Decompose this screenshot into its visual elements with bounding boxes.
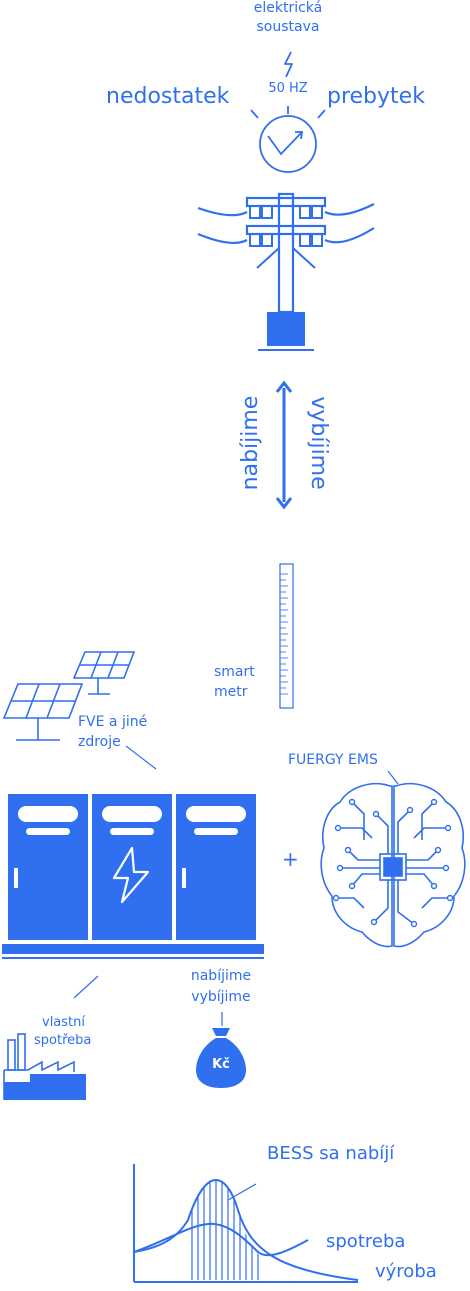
smart-meter-icon <box>279 563 294 709</box>
grid-label-line1: elektrická <box>253 0 323 16</box>
charge-label: nabíjime <box>238 395 263 491</box>
energy-curve-diagram <box>133 1164 359 1283</box>
connector-line <box>73 975 99 999</box>
frequency-label: 50 HZ <box>268 81 308 96</box>
plus-sign: + <box>282 847 299 871</box>
connector-line <box>387 770 399 785</box>
frequency-gauge-icon <box>250 106 326 173</box>
grid-label-line2: soustava <box>256 19 320 35</box>
smart-meter-label-line2: metr <box>214 684 248 700</box>
consumption-label-line1: vlastní <box>42 1015 85 1030</box>
money-label-line2: vybíjime <box>191 989 251 1005</box>
battery-storage-icon <box>2 794 264 959</box>
money-label-line1: nabíjime <box>190 968 252 984</box>
lightning-icon <box>284 51 293 78</box>
connector-line <box>125 745 157 770</box>
bess-charging-label: BESS sa nabíjí <box>267 1143 395 1164</box>
surplus-label: prebytek <box>327 84 425 109</box>
money-bag-icon <box>196 1028 246 1088</box>
consumption-curve-label: spotreba <box>326 1231 406 1252</box>
production-curve-label: výroba <box>375 1261 437 1282</box>
solar-label-line2: zdroje <box>78 734 121 750</box>
brain-chip-icon <box>320 782 466 948</box>
factory-icon <box>3 1033 86 1100</box>
smart-meter-label-line1: smart <box>214 664 255 680</box>
power-pylon-icon <box>197 192 375 351</box>
shortage-label: nedostatek <box>106 84 230 109</box>
bidirectional-arrow <box>275 380 293 510</box>
solar-label-line1: FVE a jiné <box>78 714 148 730</box>
ems-label: FUERGY EMS <box>288 752 378 768</box>
solar-panels-icon <box>2 651 136 741</box>
discharge-label: vybíjime <box>306 396 331 490</box>
currency-label: Kč <box>212 1057 230 1072</box>
consumption-label-line2: spotřeba <box>34 1033 92 1048</box>
connector-line <box>221 1012 223 1026</box>
